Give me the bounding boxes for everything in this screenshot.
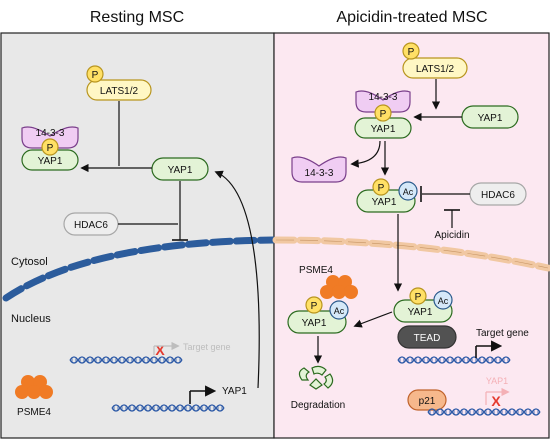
p1433-free-right (291, 156, 347, 183)
phospho-badge-right-nucleus (409, 287, 427, 305)
acetyl-label-right-degr: Ac (334, 306, 345, 316)
phospho-badge-right-degr (305, 296, 323, 314)
phospho-label-lats-right: P (408, 47, 415, 58)
yap1-label-right-pac: YAP1 (372, 197, 397, 208)
hdac6-label-left: HDAC6 (74, 220, 108, 231)
yap1-label-left-free: YAP1 (168, 165, 193, 176)
psme4-label-left: PSME4 (17, 407, 51, 418)
tead-label: TEAD (414, 333, 441, 344)
phospho-badge-left-complex (41, 138, 59, 156)
right-panel-title: Apicidin-treated MSC (336, 9, 487, 26)
p1433-left (21, 126, 79, 149)
phospho-label-right-degr: P (311, 301, 318, 312)
p21-label: p21 (419, 396, 436, 407)
red-x-right: X (491, 393, 501, 409)
phospho-label-right-pac: P (378, 183, 385, 194)
lats-box-left (86, 79, 152, 101)
phospho-label-lats-left: P (92, 70, 99, 81)
p1433-label-right: 14-3-3 (369, 92, 398, 103)
arrow-release-1433 (350, 140, 381, 168)
phospho-badge-right-complex (374, 104, 392, 122)
yap1-gene-label-left: YAP1 (222, 386, 247, 397)
cytosol-label: Cytosol (11, 256, 48, 268)
p1433-free-label-right: 14-3-3 (305, 168, 334, 179)
target-gene-label-right: Target gene (476, 328, 529, 339)
yap1-label-right-degr: YAP1 (302, 318, 327, 329)
target-gene-label-left: Target gene (183, 342, 231, 352)
lats-label-left: LATS1/2 (100, 86, 139, 97)
phospho-label-right-nucleus: P (415, 292, 422, 303)
nucleus-label: Nucleus (11, 313, 51, 325)
nuclear-membrane-left (2, 236, 277, 302)
psme4-icon-left (15, 375, 53, 399)
phospho-badge-lats-left (86, 65, 104, 83)
phospho-badge-lats-right (402, 42, 420, 60)
phospho-label-right-complex: P (380, 109, 387, 120)
yap1-label-right-nucleus: YAP1 (408, 307, 433, 318)
psme4-icon-right (320, 275, 358, 299)
acetyl-label-right-nucleus: Ac (438, 296, 449, 306)
yap1-label-left-complex: YAP1 (38, 156, 63, 167)
left-panel-title: Resting MSC (90, 9, 184, 26)
psme4-label-right: PSME4 (299, 265, 333, 276)
lats-label-right: LATS1/2 (416, 64, 455, 75)
yap1-label-right-free: YAP1 (478, 113, 503, 124)
arrow-to-psme4-complex (353, 311, 393, 328)
acetyl-label-right-pac: Ac (403, 187, 414, 197)
yap1-box-left-free (151, 157, 209, 181)
p1433-right (355, 90, 411, 113)
acetyl-badge-right-pac (398, 181, 418, 201)
acetyl-badge-right-degr (329, 300, 349, 320)
phospho-badge-right-pac (372, 178, 390, 196)
degradation-label: Degradation (291, 400, 345, 411)
yap1-label-right-complex: YAP1 (371, 124, 396, 135)
p1433-label-left: 14-3-3 (36, 128, 65, 139)
degradation-fragments-icon (298, 365, 334, 390)
yap1-gene-label-right: YAP1 (486, 376, 508, 386)
nuclear-membrane-right-outline (275, 239, 549, 269)
phospho-label-left-complex: P (47, 143, 54, 154)
lats-box-right (402, 57, 468, 79)
tead-box (397, 325, 457, 349)
p21-box (407, 389, 447, 411)
apicidin-label: Apicidin (434, 230, 469, 241)
hdac6-label-right: HDAC6 (481, 190, 515, 201)
arrow-yap-export-left (214, 170, 260, 389)
acetyl-badge-right-nucleus (433, 290, 453, 310)
red-x-left: X (155, 342, 165, 358)
